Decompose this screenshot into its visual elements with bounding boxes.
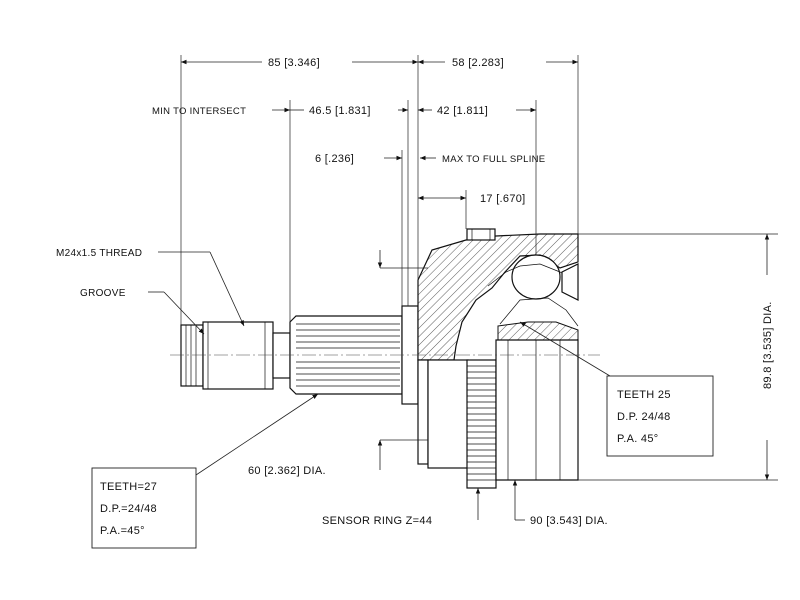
dimension-text: 85 [3.346] 58 [2.283] MIN TO INTERSECT 4… (56, 57, 774, 527)
grease-cap (466, 228, 496, 241)
dimension-lines (148, 55, 778, 521)
inner-race (497, 321, 579, 341)
dim-58: 58 [2.283] (452, 57, 504, 69)
part-outline (170, 228, 600, 489)
shaft-dp: D.P.=24/48 (100, 503, 157, 515)
dim-42: 42 [1.811] (437, 105, 488, 117)
joint-teeth: TEETH 25 (617, 389, 671, 401)
dim-60-dia: 60 [2.362] DIA. (248, 465, 326, 477)
min-to-intersect-label: MIN TO INTERSECT (152, 106, 246, 117)
housing-neck (427, 359, 469, 469)
dim-6: 6 [.236] (315, 153, 354, 165)
spline-teeth (296, 323, 400, 387)
max-to-full-spline-label: MAX TO FULL SPLINE (442, 154, 545, 165)
thread-label: M24x1.5 THREAD (56, 248, 142, 259)
thread-body (202, 321, 274, 390)
thread-stub (180, 324, 204, 387)
shaft-spec-box: TEETH=27 D.P.=24/48 P.A.=45° (91, 467, 197, 549)
shaft-teeth: TEETH=27 (100, 481, 157, 493)
joint-pa: P.A. 45° (617, 433, 658, 445)
dim-89-8-dia: 89.8 [3.535] DIA. (762, 301, 774, 389)
joint-spec-box: TEETH 25 D.P. 24/48 P.A. 45° (606, 375, 714, 457)
shaft-pa: P.A.=45° (100, 525, 145, 537)
dim-90-dia: 90 [3.543] DIA. (530, 515, 608, 527)
ball (511, 254, 561, 300)
joint-dp: D.P. 24/48 (617, 411, 671, 423)
dim-46-5: 46.5 [1.831] (309, 105, 371, 117)
shaft-neck (272, 332, 291, 379)
housing-lip (417, 359, 429, 465)
dim-17: 17 [.670] (480, 193, 526, 205)
sensor-ring-label: SENSOR RING Z=44 (322, 515, 432, 527)
sensor-ring (466, 359, 497, 489)
dim-85: 85 [3.346] (268, 57, 320, 69)
sensor-ring-teeth (467, 365, 496, 481)
groove-label: GROOVE (80, 288, 126, 299)
